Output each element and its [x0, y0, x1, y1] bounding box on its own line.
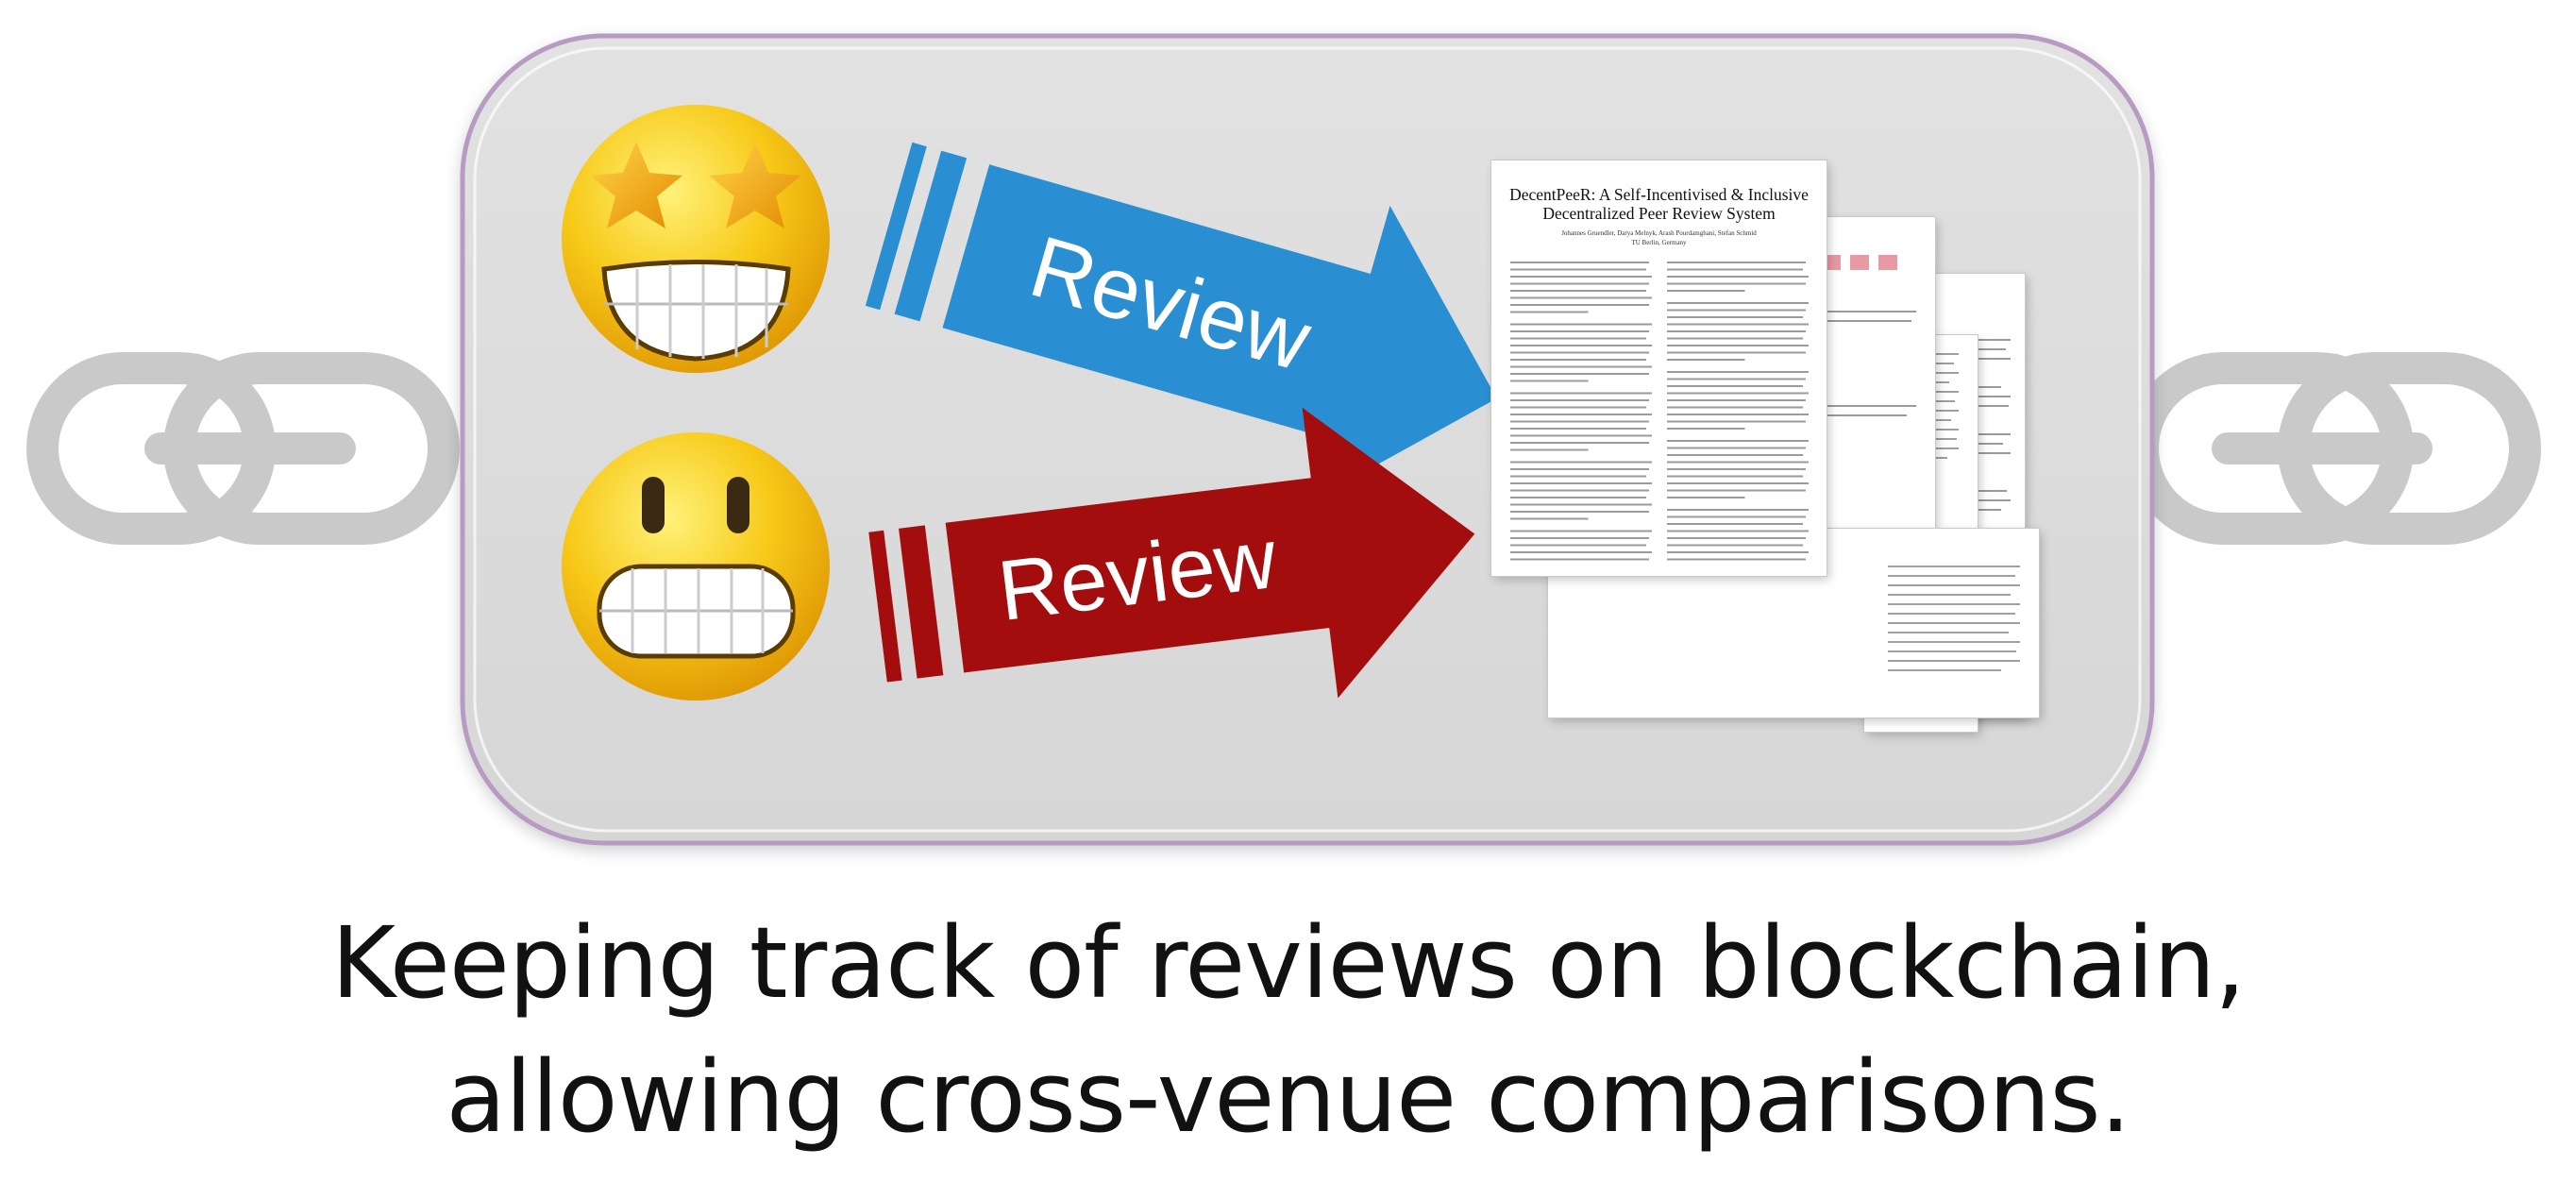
paper-affiliation: TU Berlin, Germany — [1631, 239, 1687, 246]
caption-line1: Keeping track of reviews on blockchain, — [330, 905, 2246, 1021]
paper-page-front: DecentPeeR: A Self-Incentivised & Inclus… — [1491, 160, 1827, 576]
paper-title-line2: Decentralized Peer Review System — [1542, 204, 1776, 223]
paper-author-list: Johannes Gruendler, Darya Melnyk, Arash … — [1561, 229, 1757, 237]
right-chain-link-icon — [2127, 352, 2541, 545]
grimacing-emoji-icon — [562, 432, 830, 701]
top-arrow-shape — [942, 164, 1497, 506]
bottom-arrow-shape — [945, 407, 1475, 699]
paper-figure-and-lines — [1822, 255, 1916, 416]
paper-text-lines — [1888, 566, 2020, 671]
paper-body-text-lines — [1510, 262, 1809, 561]
paper-title: DecentPeeR: A Self-Incentivised & Inclus… — [1508, 185, 1810, 223]
left-chain-link-icon — [26, 352, 460, 545]
top-review-arrow: Review — [865, 142, 1497, 506]
paper-authors: Johannes Gruendler, Darya Melnyk, Arash … — [1508, 228, 1810, 247]
paper-title-line1: DecentPeeR: A Self-Incentivised & Inclus… — [1509, 185, 1809, 204]
caption-line2: allowing cross-venue comparisons. — [446, 1039, 2130, 1155]
star-struck-emoji-icon — [562, 105, 830, 373]
bottom-review-arrow: Review — [868, 407, 1475, 699]
